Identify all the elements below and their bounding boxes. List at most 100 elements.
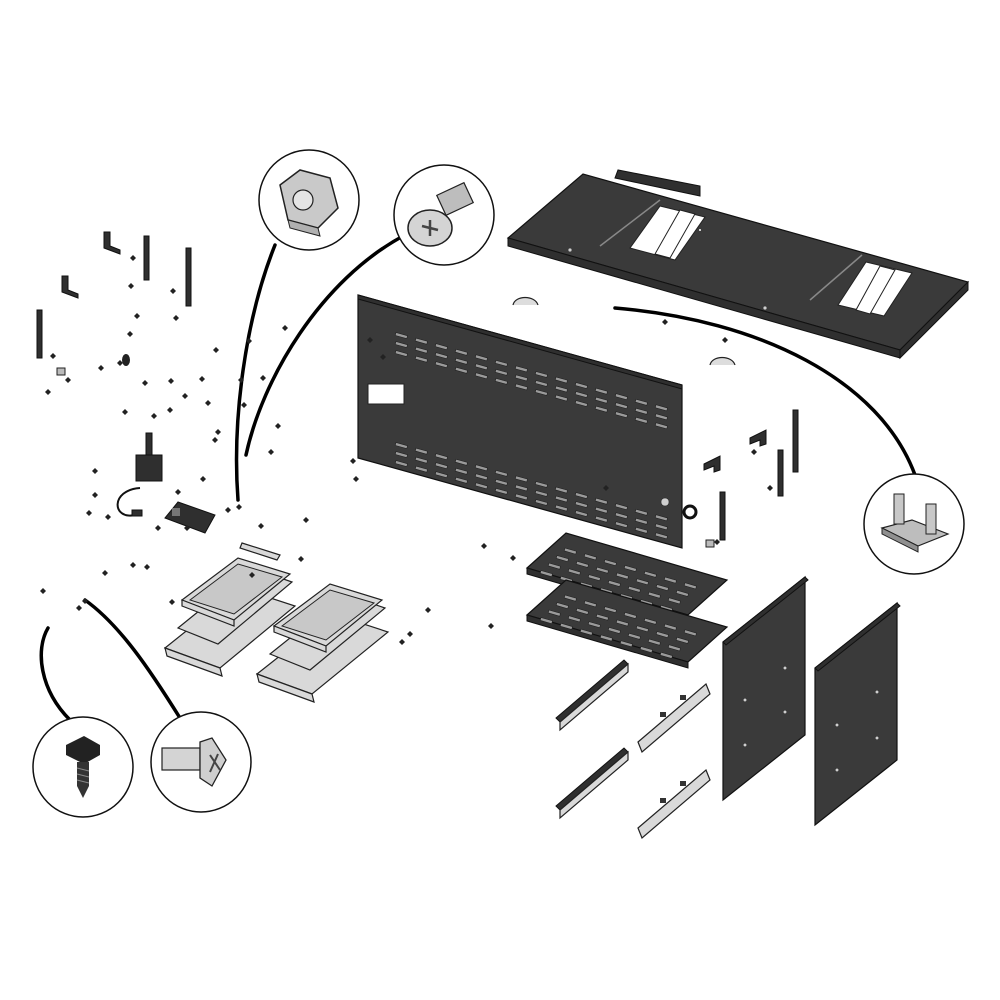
fastener bbox=[353, 476, 359, 482]
vent-slot bbox=[594, 497, 608, 505]
vent-slot bbox=[494, 469, 508, 477]
vent-slot bbox=[514, 484, 528, 492]
fastener bbox=[170, 288, 176, 294]
fastener bbox=[167, 407, 173, 413]
rack-slot bbox=[615, 619, 629, 627]
vent-slot bbox=[434, 453, 448, 461]
rack-slot bbox=[667, 644, 681, 652]
vent-slot bbox=[414, 337, 428, 345]
vent-slot bbox=[614, 411, 628, 419]
rack-lower bbox=[525, 579, 729, 669]
vent-slot bbox=[654, 514, 668, 522]
vent-slot bbox=[574, 382, 588, 390]
rack-slot bbox=[639, 646, 653, 654]
self-tapping-screw-icon bbox=[66, 736, 100, 798]
fastener bbox=[168, 378, 174, 384]
drawer-slides bbox=[555, 659, 711, 839]
vent-slot bbox=[534, 371, 548, 378]
fastener bbox=[92, 492, 98, 498]
rack-slot bbox=[595, 613, 609, 621]
vent-slot bbox=[454, 467, 468, 475]
fastener bbox=[249, 572, 255, 578]
vent-slot bbox=[614, 503, 628, 511]
hardware-fasteners bbox=[40, 255, 773, 645]
back-panel-vents bbox=[394, 332, 668, 540]
fastener bbox=[128, 283, 134, 289]
fastener bbox=[268, 449, 274, 455]
fastener bbox=[751, 449, 757, 455]
vent-slot bbox=[574, 510, 588, 518]
fastener bbox=[238, 377, 244, 383]
vent-slot bbox=[574, 391, 588, 399]
fastener bbox=[767, 485, 773, 491]
vent-slot bbox=[634, 407, 648, 415]
vent-slot bbox=[654, 404, 668, 412]
rack-slot bbox=[567, 615, 581, 623]
vent-slot bbox=[394, 341, 408, 349]
rack-slot bbox=[683, 582, 697, 590]
vent-slot bbox=[594, 396, 608, 404]
fastener bbox=[175, 489, 181, 495]
fastener bbox=[173, 315, 179, 321]
vent-slot bbox=[494, 377, 508, 385]
vent-slot bbox=[594, 387, 608, 395]
side-panel-right bbox=[814, 601, 901, 827]
rack-slot bbox=[587, 574, 601, 582]
fastener bbox=[298, 556, 304, 562]
vent-slot bbox=[414, 346, 428, 354]
flange-nut-icon bbox=[279, 169, 339, 237]
fastener bbox=[488, 623, 494, 629]
transformer-with-cable bbox=[116, 432, 163, 517]
callout-countersunk-screw bbox=[150, 711, 252, 813]
rack-slot bbox=[583, 600, 597, 608]
rack-slot bbox=[603, 606, 617, 614]
rack-slot bbox=[583, 553, 597, 561]
rack-slot bbox=[635, 625, 649, 633]
rack-slot bbox=[555, 602, 569, 610]
rack-slot bbox=[575, 607, 589, 615]
heating-element-small bbox=[239, 542, 281, 561]
vent-slot bbox=[474, 482, 488, 490]
vent-slot bbox=[574, 501, 588, 509]
vent-slot bbox=[514, 374, 528, 382]
fastener bbox=[481, 543, 487, 549]
vent-slot bbox=[394, 332, 408, 340]
fastener bbox=[722, 337, 728, 343]
vent-slot bbox=[454, 357, 468, 365]
drawer-slide bbox=[555, 747, 629, 820]
fastener bbox=[50, 353, 56, 359]
rack-slot bbox=[603, 559, 617, 567]
fastener bbox=[714, 539, 720, 545]
callout-self-tapping-screw bbox=[32, 716, 134, 818]
top-panel bbox=[506, 169, 970, 360]
vent-slot bbox=[434, 361, 448, 369]
vent-slot bbox=[554, 486, 568, 494]
vent-slot bbox=[494, 359, 508, 367]
fastener bbox=[303, 517, 309, 523]
fastener bbox=[184, 525, 190, 531]
rack-slot bbox=[663, 623, 677, 631]
rack-slot bbox=[643, 617, 657, 625]
rack-slot bbox=[547, 609, 561, 617]
rack-slot bbox=[667, 597, 681, 605]
vent-slot bbox=[474, 464, 488, 472]
rack-slot bbox=[547, 562, 561, 570]
vent-slot bbox=[394, 451, 408, 459]
vent-slot bbox=[614, 402, 628, 410]
fastener bbox=[82, 598, 88, 604]
countersunk-screw-icon bbox=[161, 737, 227, 787]
rack-slot bbox=[567, 568, 581, 576]
vent-slot bbox=[654, 523, 668, 531]
fastener bbox=[241, 402, 247, 408]
rack-slot bbox=[659, 651, 673, 659]
rack-slot bbox=[579, 628, 593, 636]
rack-slot bbox=[575, 560, 589, 568]
rack-slot bbox=[595, 566, 609, 574]
vent-slot bbox=[554, 504, 568, 512]
drawer-slide bbox=[637, 683, 711, 753]
fastener bbox=[275, 423, 281, 429]
rack-slot bbox=[619, 640, 633, 648]
rack-slot bbox=[683, 629, 697, 637]
vent-slot bbox=[454, 458, 468, 466]
